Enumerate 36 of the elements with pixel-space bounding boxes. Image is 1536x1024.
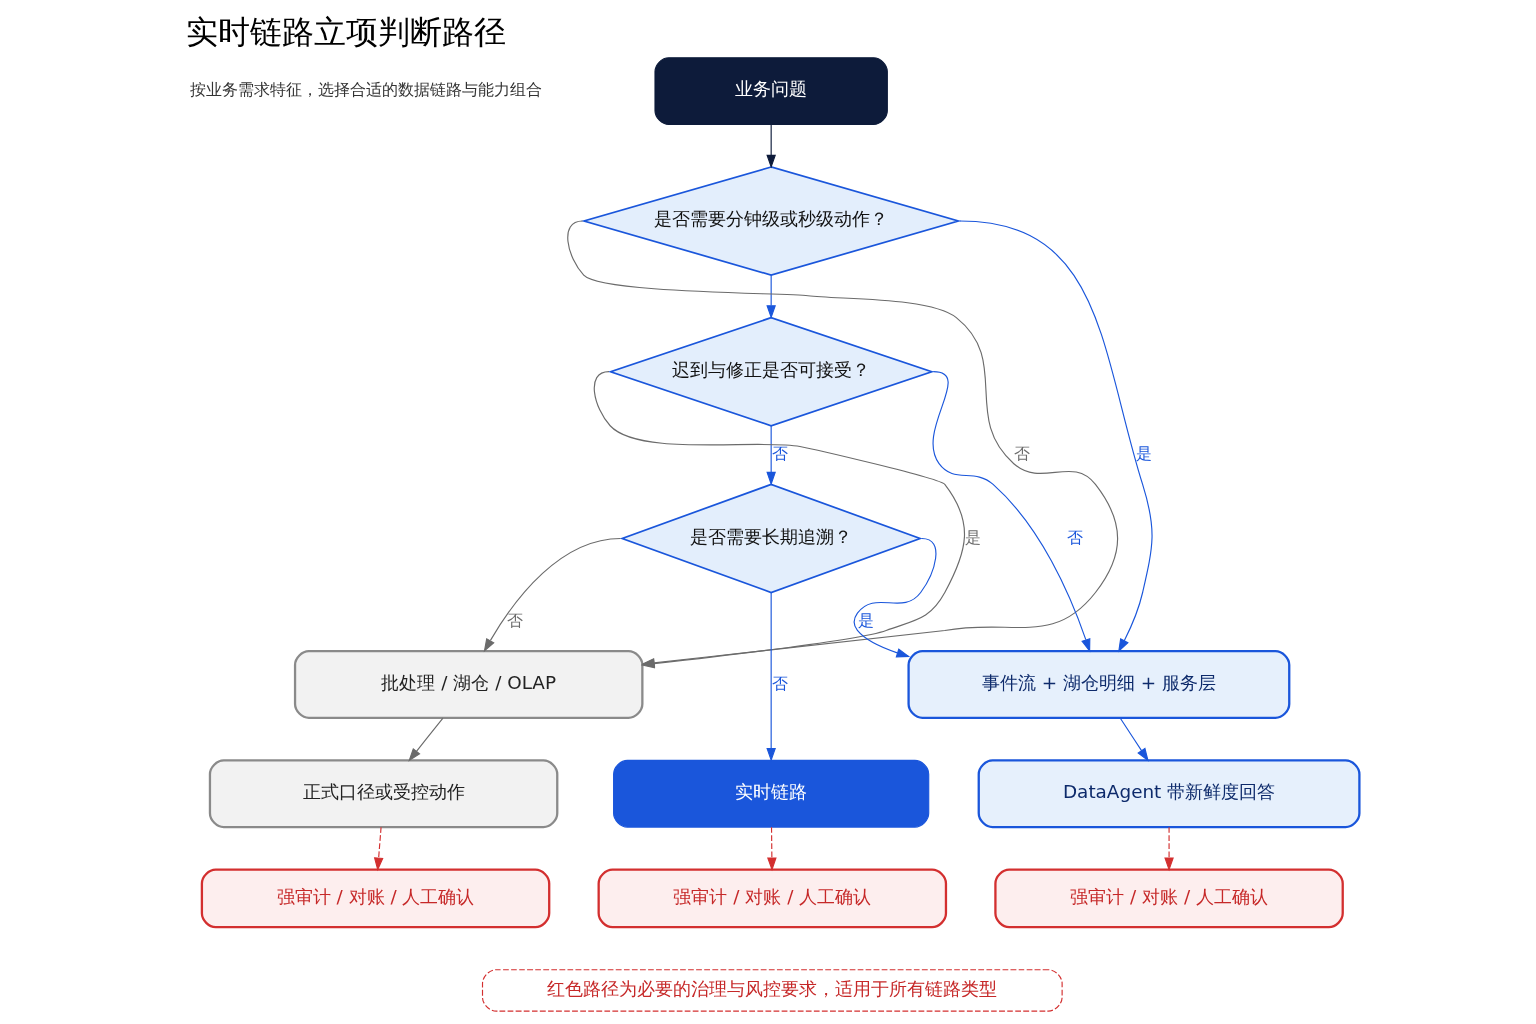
arrow <box>853 537 937 658</box>
arrow <box>767 826 777 872</box>
edge-label: 否 <box>771 673 788 693</box>
arrow <box>766 123 776 169</box>
node-box: 实时链路 <box>613 759 930 828</box>
arrow <box>766 592 776 762</box>
edge-label: 是 <box>964 527 981 547</box>
node-box: 业务问题 <box>654 57 888 125</box>
node-box: 强审计 / 对账 / 人工确认 <box>597 868 948 929</box>
arrow <box>766 425 776 486</box>
edge-label: 是 <box>858 611 875 631</box>
edge-label: 否 <box>771 444 788 464</box>
node-diamond: 迟到与修正是否可接受？ <box>607 316 935 427</box>
arrow <box>1164 826 1174 872</box>
node-box: 强审计 / 对账 / 人工确认 <box>994 868 1344 929</box>
node-box: 批处理 / 湖仓 / OLAP <box>293 650 644 719</box>
arrow <box>1119 717 1149 762</box>
node-box: 正式口径或受控动作 <box>208 759 559 829</box>
edge-label: 否 <box>1067 527 1084 547</box>
label: 按业务需求特征，选择合适的数据链路与能力组合 <box>190 80 543 100</box>
arrow <box>932 371 1091 653</box>
node-box: 事件流 + 湖仓明细 + 服务层 <box>907 650 1291 719</box>
node-box: 红色路径为必要的治理与风控要求，适用于所有链路类型 <box>481 969 1063 1012</box>
edge-label: 否 <box>1014 444 1031 464</box>
edge-label: 是 <box>1136 444 1153 464</box>
edge-label: 否 <box>507 611 524 631</box>
node-diamond: 是否需要长期追溯？ <box>619 483 923 594</box>
diagram-title: 实时链路立项判断路径 <box>185 13 506 52</box>
arrow <box>483 537 622 653</box>
arrow <box>766 274 776 320</box>
arrow <box>959 220 1153 653</box>
arrow <box>373 826 384 872</box>
node-diamond: 是否需要分钟级或秒级动作？ <box>580 166 962 276</box>
node-box: 强审计 / 对账 / 人工确认 <box>200 868 551 929</box>
arrow <box>408 717 444 762</box>
node-box: DataAgent 带新鲜度回答 <box>977 759 1361 829</box>
